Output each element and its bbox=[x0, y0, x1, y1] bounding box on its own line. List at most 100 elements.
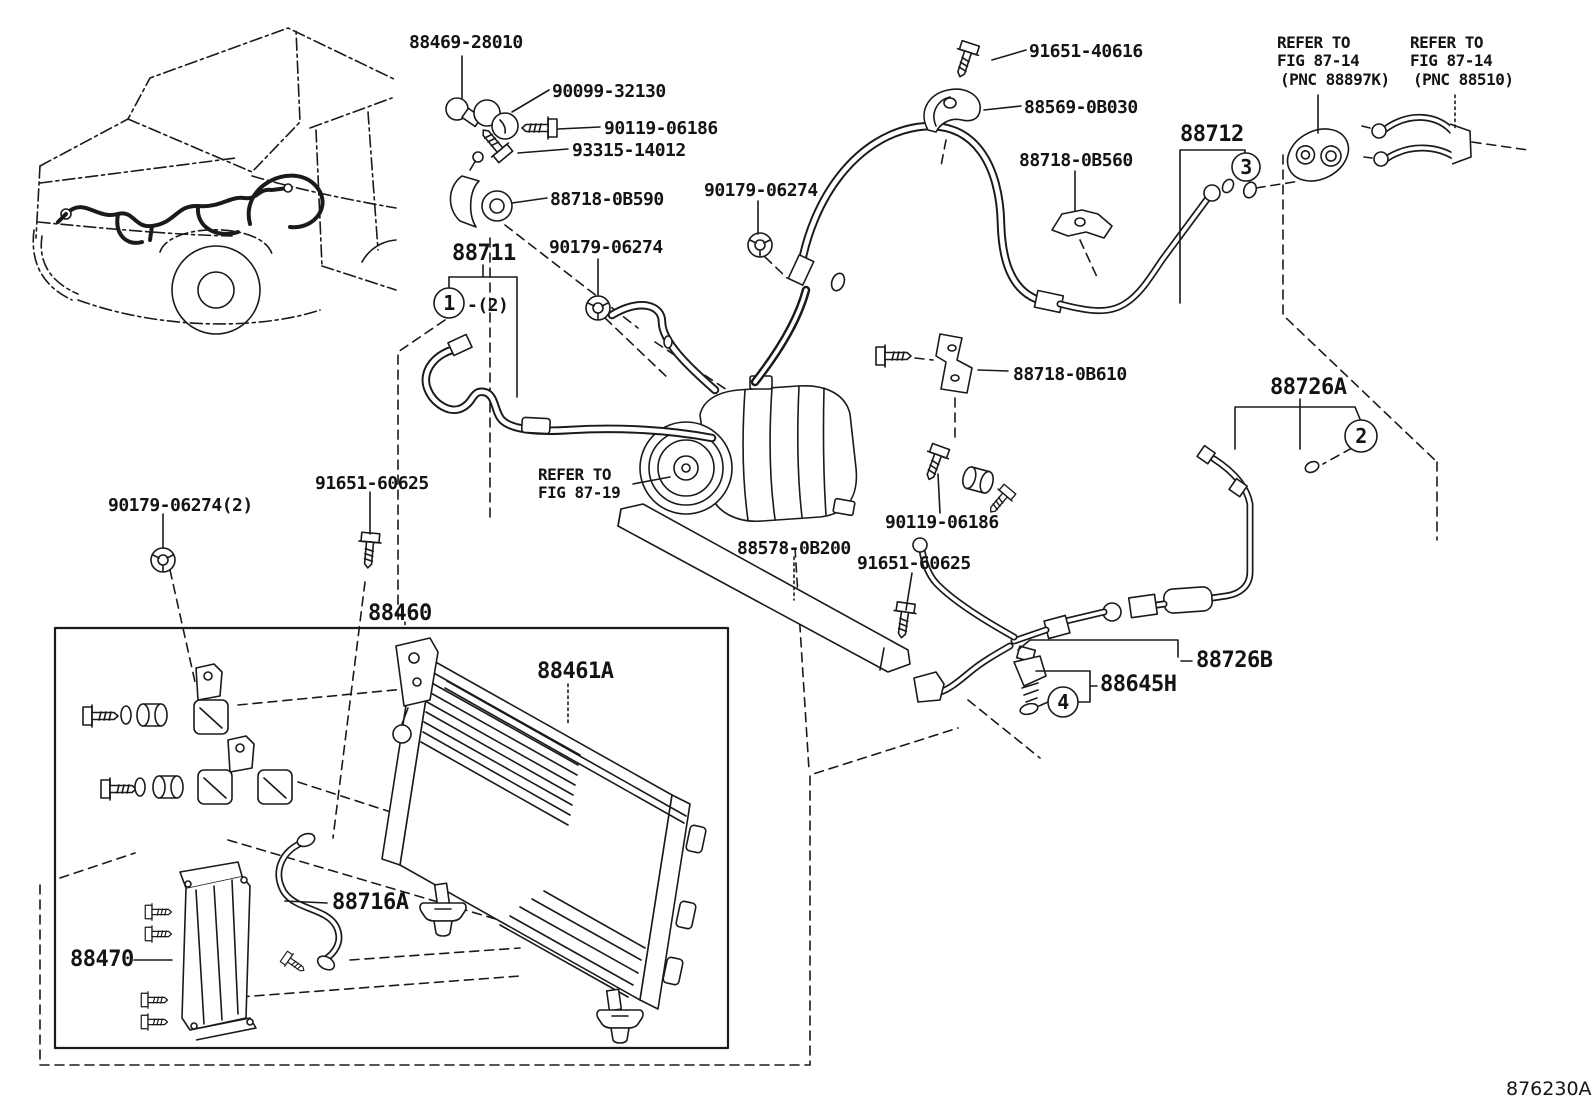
collar-icon bbox=[959, 464, 997, 496]
hose-to-compressor bbox=[607, 301, 720, 395]
callout-number-3: 3 bbox=[1240, 155, 1252, 179]
condenser-bracket bbox=[395, 637, 439, 707]
part-label-88718-0b590: 88718-0B590 bbox=[550, 189, 664, 210]
pipe-88726a bbox=[1010, 444, 1320, 645]
bolt-icon bbox=[948, 39, 983, 81]
part-label-88469-28010: 88469-28010 bbox=[409, 32, 523, 53]
condenser-mount-cushion bbox=[596, 1009, 644, 1044]
part-label-88569-0b030: 88569-0B030 bbox=[1024, 97, 1138, 118]
part-label-91651-40616: 91651-40616 bbox=[1029, 41, 1143, 62]
part-label-88645h: 88645H bbox=[1100, 672, 1176, 697]
hose-sleeve bbox=[520, 416, 551, 435]
discharge-hose bbox=[750, 121, 1065, 387]
part-label-90179-06274-x2: 90179-06274(2) bbox=[108, 495, 253, 516]
ref-fig-87-14-right-line2: FIG 87-14 bbox=[1410, 51, 1492, 70]
callout-1-quantity: -(2) bbox=[467, 295, 508, 316]
bolt-icon bbox=[144, 903, 173, 921]
condenser-clips bbox=[662, 824, 707, 986]
part-label-88716a: 88716A bbox=[332, 890, 409, 915]
part-label-90179-06274-mid: 90179-06274 bbox=[704, 180, 818, 201]
part-label-88578-0b200: 88578-0B200 bbox=[737, 538, 851, 559]
bolt-icon bbox=[140, 1013, 169, 1031]
condenser-leg bbox=[605, 988, 623, 1012]
grommet-90179 bbox=[747, 232, 773, 258]
suction-hose-88711 bbox=[421, 333, 717, 443]
group-box-88460 bbox=[53, 626, 730, 1050]
bolt-icon bbox=[144, 925, 173, 943]
ref-fig-87-14-left-line1: REFER TO bbox=[1277, 33, 1350, 52]
o-ring bbox=[1304, 460, 1320, 474]
part-label-90119-06186-mid: 90119-06186 bbox=[885, 512, 999, 533]
condenser-mount-hardware bbox=[82, 663, 293, 805]
reference-notes: REFER TO FIG 87-14 (PNC 88897K) REFER TO… bbox=[538, 33, 1514, 502]
part-label-88711: 88711 bbox=[452, 241, 516, 266]
clamp-88718-0b590 bbox=[449, 151, 513, 228]
part-label-88726b: 88726B bbox=[1196, 648, 1273, 673]
hose-fitting bbox=[447, 333, 473, 357]
pipe-elbow-fitting bbox=[913, 671, 945, 703]
pressure-switch-88645h bbox=[1013, 645, 1047, 716]
hoses-pnc-88510 bbox=[1361, 113, 1472, 167]
callout-number-4: 4 bbox=[1057, 690, 1069, 714]
grommet-90179 bbox=[150, 547, 176, 573]
rail-88578-0b200 bbox=[617, 503, 911, 673]
ref-fig-87-14-right-line1: REFER TO bbox=[1410, 33, 1483, 52]
part-label-90099-32130: 90099-32130 bbox=[552, 81, 666, 102]
part-label-88712: 88712 bbox=[1180, 122, 1244, 147]
pipe-88712 bbox=[1056, 178, 1235, 315]
callout-circle-1 bbox=[433, 287, 465, 319]
bracket-88718-0b560 bbox=[1051, 209, 1113, 239]
part-label-91651-60625-mid: 91651-60625 bbox=[857, 553, 971, 574]
receiver-bracket-88470 bbox=[140, 861, 309, 1041]
collar-icon bbox=[136, 703, 168, 727]
part-label-88718-0b560: 88718-0B560 bbox=[1019, 150, 1133, 171]
callout-number-2: 2 bbox=[1355, 424, 1367, 448]
o-ring bbox=[1019, 702, 1039, 716]
flange-pnc-88897k bbox=[1286, 128, 1350, 182]
callout-circles: 1 -(2) 2 3 4 bbox=[433, 152, 1378, 718]
leader-lines bbox=[133, 49, 1456, 961]
bracket-88718-0b610 bbox=[935, 333, 973, 394]
bolt-icon bbox=[355, 531, 383, 570]
bolt-icon bbox=[521, 116, 558, 140]
liquid-pipe-88716a bbox=[275, 832, 343, 971]
bolt-icon bbox=[278, 949, 309, 978]
bolt-icon bbox=[917, 441, 953, 484]
bolt-icon bbox=[82, 704, 119, 728]
condenser-right-tank bbox=[639, 794, 691, 1010]
part-label-88718-0b610: 88718-0B610 bbox=[1013, 364, 1127, 385]
ref-fig-87-19-line1: REFER TO bbox=[538, 465, 611, 484]
part-label-93315-14012: 93315-14012 bbox=[572, 140, 686, 161]
part-labels: 88469-28010 90099-32130 90119-06186 9331… bbox=[70, 32, 1347, 972]
condenser-mount-cushion bbox=[419, 902, 467, 937]
engine-harness-sketch bbox=[56, 173, 325, 245]
part-label-90179-06274-hose: 90179-06274 bbox=[549, 237, 663, 258]
bolt-icon bbox=[100, 777, 137, 801]
callout-number-1: 1 bbox=[443, 291, 455, 315]
compressor bbox=[639, 375, 858, 522]
clamp-88569-0b030 bbox=[923, 88, 981, 133]
ref-fig-87-14-right-line3: (PNC 88510) bbox=[1413, 70, 1513, 89]
part-label-88470: 88470 bbox=[70, 947, 134, 972]
small-parts bbox=[150, 39, 1472, 641]
vehicle-outline-sketch bbox=[32, 27, 397, 335]
part-label-91651-60625-left: 91651-60625 bbox=[315, 473, 429, 494]
grommet-90179 bbox=[585, 295, 611, 321]
part-label-88461a: 88461A bbox=[537, 659, 614, 684]
callout-circle-2 bbox=[1344, 419, 1378, 453]
part-label-88460: 88460 bbox=[368, 601, 432, 626]
ref-fig-87-14-left-line2: FIG 87-14 bbox=[1277, 51, 1359, 70]
collar-icon bbox=[152, 775, 184, 799]
ref-fig-87-19-line2: FIG 87-19 bbox=[538, 483, 620, 502]
figure-code: 876230A bbox=[1506, 1078, 1592, 1099]
condenser-88461a bbox=[381, 637, 707, 1044]
part-label-88726a: 88726A bbox=[1270, 375, 1347, 400]
bolt-icon bbox=[875, 344, 912, 368]
bolt-icon bbox=[140, 991, 169, 1009]
callout-circle-3 bbox=[1231, 152, 1261, 182]
ref-fig-87-14-left-line3: (PNC 88897K) bbox=[1280, 70, 1390, 89]
hose-elbow-fitting bbox=[787, 254, 815, 286]
condenser-leg bbox=[433, 882, 451, 906]
